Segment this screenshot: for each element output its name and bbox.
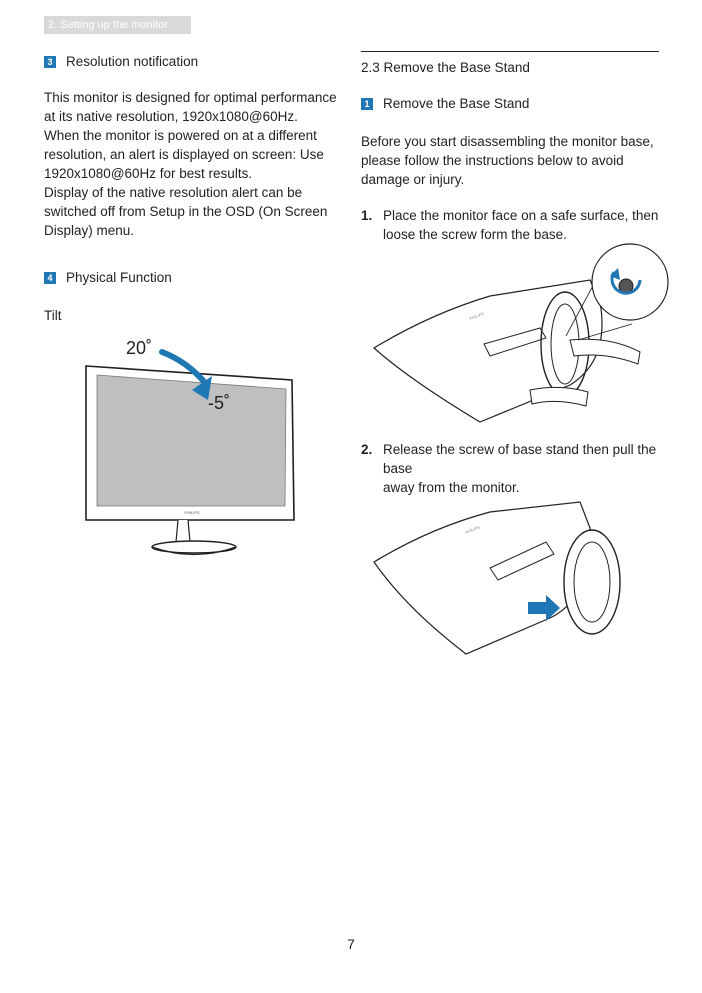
hand-right [569, 338, 641, 365]
resolution-line: Display) menu. [44, 223, 135, 238]
remove-base-subtitle: Remove the Base Stand [383, 96, 530, 111]
section-number-badge: 4 [44, 271, 56, 284]
tilt-illustration: 20˚ -5˚ PHILIPS [85, 338, 295, 556]
step2-illustration: PHILIPS [373, 501, 621, 655]
resolution-line: This monitor is designed for optimal per… [44, 90, 337, 105]
tilt-arrow-head [192, 376, 212, 400]
rotate-arrow-icon [610, 271, 642, 295]
tilt-label: Tilt [44, 308, 62, 323]
remove-base-section-title: 2.3 Remove the Base Stand [361, 60, 530, 75]
intro-paragraph: Before you start disassembling the monit… [361, 132, 654, 189]
section-number-badge: 1 [361, 97, 373, 110]
brand-logo: PHILIPS [184, 510, 200, 515]
resolution-line: Display of the native resolution alert c… [44, 185, 303, 200]
resolution-line: switched off from Setup in the OSD (On S… [44, 204, 328, 219]
resolution-line: When the monitor is powered on at a diff… [44, 128, 317, 143]
section-number-badge: 3 [44, 55, 56, 68]
resolution-line: 1920x1080@60Hz for best results. [44, 166, 253, 181]
brand-logo: PHILIPS [465, 524, 481, 535]
step1-illustration: PHILIPS [372, 243, 669, 423]
step-number: 1. [361, 208, 373, 223]
step-number: 2. [361, 442, 373, 457]
monitor-neck [175, 519, 191, 543]
resolution-line: at its native resolution, 1920x1080@60Hz… [44, 109, 298, 124]
section-divider [361, 51, 659, 52]
resolution-section-title: 3 Resolution notification [44, 54, 198, 69]
monitor-back [373, 501, 591, 655]
brand-logo: PHILIPS [469, 311, 485, 321]
step-line: Release the screw of base stand then pul… [383, 442, 657, 476]
tilt-angle-up: 20˚ [126, 338, 152, 358]
step-line: Place the monitor face on a safe surface… [383, 208, 659, 223]
step-line: loose the screw form the base. [383, 227, 567, 242]
step-1: 1. Place the monitor face on a safe surf… [361, 206, 681, 244]
step-line: away from the monitor. [383, 480, 520, 495]
resolution-paragraph: This monitor is designed for optimal per… [44, 88, 337, 240]
physical-title: Physical Function [66, 270, 172, 285]
remove-base-subsection-title: 1 Remove the Base Stand [361, 96, 529, 111]
intro-line: damage or injury. [361, 172, 465, 187]
step-2: 2. Release the screw of base stand then … [361, 440, 681, 497]
intro-line: please follow the instructions below to … [361, 153, 624, 168]
resolution-title: Resolution notification [66, 54, 199, 69]
chapter-header: 2. Setting up the monitor [44, 16, 191, 34]
intro-line: Before you start disassembling the monit… [361, 134, 654, 149]
tilt-angle-down: -5˚ [208, 393, 230, 413]
resolution-line: resolution, an alert is displayed on scr… [44, 147, 324, 162]
page-number: 7 [347, 936, 355, 952]
base-ring [563, 529, 621, 635]
monitor-screen [96, 374, 287, 507]
pull-arrow-icon [528, 595, 560, 621]
remove-base-section-heading: 2.3 Remove the Base Stand [361, 60, 530, 75]
tilt-arc-arrow [159, 349, 209, 387]
hand-left [529, 386, 589, 407]
physical-section-title: 4 Physical Function [44, 270, 172, 285]
